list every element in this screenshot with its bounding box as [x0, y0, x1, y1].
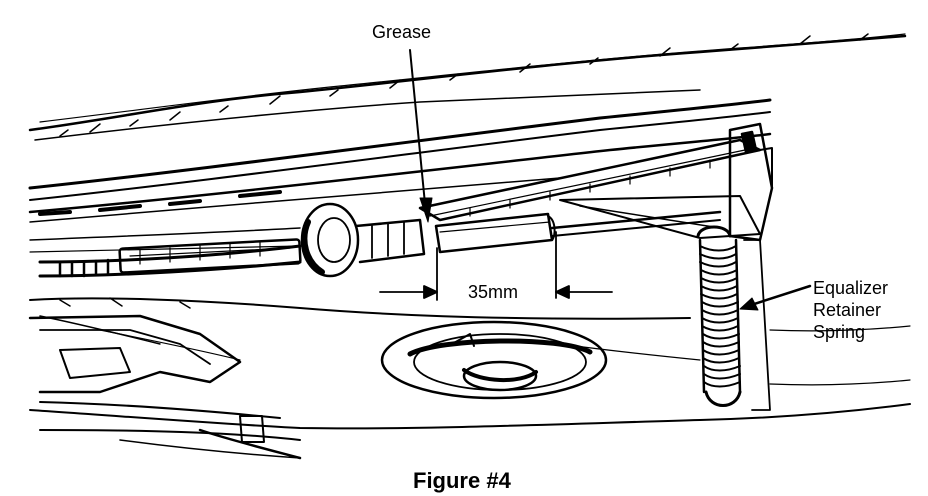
grease-label: Grease — [372, 22, 432, 42]
adjuster-sleeve — [434, 210, 722, 254]
brake-cable — [38, 238, 302, 278]
spring-label-line-1: Equalizer — [813, 278, 889, 298]
grease-leader — [409, 49, 433, 223]
spring-label-line-2: Retainer — [813, 300, 882, 320]
frame-rail — [28, 98, 772, 253]
vehicle-body-edge — [28, 33, 907, 141]
floor-pan — [29, 297, 911, 430]
park-brake-lever — [418, 122, 774, 242]
spring-label: Equalizer Retainer Spring — [813, 277, 888, 343]
spring-leader — [739, 284, 812, 311]
dimension-label: 35mm — [468, 282, 519, 302]
figure-caption: Figure #4 — [413, 468, 511, 493]
left-bracket — [28, 314, 302, 460]
dimension-35mm — [379, 231, 613, 301]
retainer-spring — [696, 225, 771, 411]
cable-grommet — [300, 202, 426, 278]
spring-label-line-3: Spring — [813, 322, 866, 342]
